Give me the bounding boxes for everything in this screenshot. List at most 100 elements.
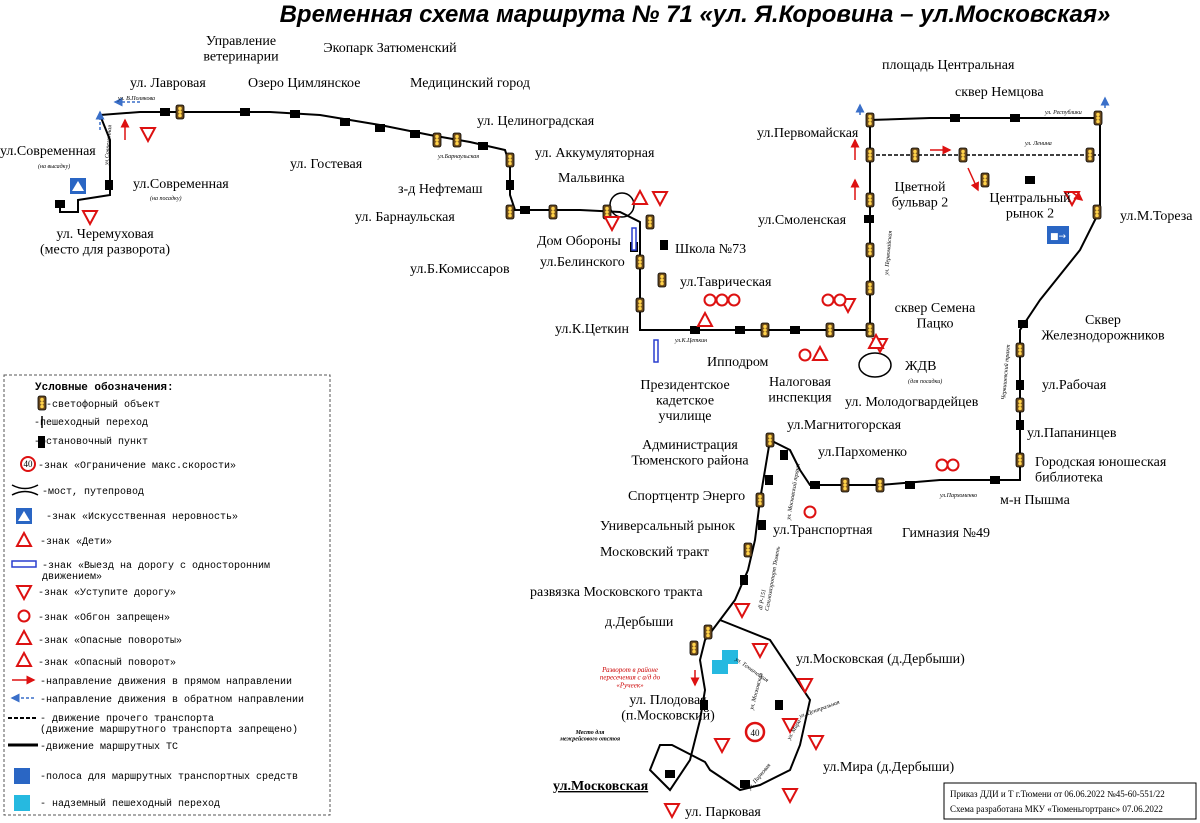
footer-box: Приказ ДДИ и Т г.Тюмени от 06.06.2022 №4… xyxy=(943,782,1197,820)
svg-text:■→: ■→ xyxy=(1050,232,1067,242)
svg-text:ул.Современная: ул.Современная xyxy=(104,125,114,167)
stop-label: ул. Плодовая(п.Московский) xyxy=(621,693,715,723)
stop-label: ул.Магнитогорская xyxy=(787,418,902,433)
legend-item: -светофорный объект xyxy=(46,398,160,411)
stop-label: д.Дербыши xyxy=(605,615,674,630)
stop-label: Озеро Цимлянское xyxy=(248,76,360,91)
stop-label: ул. Парковая xyxy=(685,805,761,820)
road-signs: 40 ■→ xyxy=(70,127,1080,818)
svg-text:ул. В.Полякова: ул. В.Полякова xyxy=(117,96,155,102)
stop-label: ул. Целиноградская xyxy=(477,114,595,129)
svg-text:ул. Парковая: ул. Парковая xyxy=(746,762,772,792)
svg-text:(на посадку): (на посадку) xyxy=(150,195,182,202)
stop-label: Мальвинка xyxy=(558,171,625,186)
legend-item: -направление движения в прямом направлен… xyxy=(40,677,292,688)
svg-text:ул.Барнаульская: ул.Барнаульская xyxy=(437,154,479,160)
stop-label: ул. Барнаульская xyxy=(355,210,455,225)
svg-text:ул. Центральная: ул. Центральная xyxy=(798,700,841,721)
stop-label: развязка Московского тракта xyxy=(530,585,703,600)
svg-text:ул. Ленина: ул. Ленина xyxy=(1024,141,1052,147)
svg-text:ул.К.Цеткин: ул.К.Цеткин xyxy=(674,338,707,344)
map-title: Временная схема маршрута № 71 «ул. Я.Кор… xyxy=(280,1,1111,28)
legend-item: -знак «Опасный поворот» xyxy=(38,657,176,669)
svg-text:(для посадки): (для посадки) xyxy=(908,378,942,385)
legend-item: -направление движения в обратном направл… xyxy=(40,693,304,706)
stop-label: ул.Б.Комиссаров xyxy=(410,262,510,277)
svg-text:ул. Московский тракт: ул. Московский тракт xyxy=(785,462,802,521)
legend-item: -знак «Уступите дорогу» xyxy=(38,588,176,599)
stop-label: ул.М.Тореза xyxy=(1120,209,1193,224)
svg-text:dl P-151Сельхозаэропорт Тюмень: dl P-151Сельхозаэропорт Тюмень xyxy=(758,545,782,612)
stop-label: ул.Мира (д.Дербыши) xyxy=(823,760,955,775)
direction-arrows xyxy=(95,96,1110,687)
speed-sign-value: 40 xyxy=(751,728,761,738)
stop-label: ул. Молодогвардейцев xyxy=(845,395,979,410)
legend-item: -пешеходный переход xyxy=(34,417,148,429)
stop-label: ул.Пархоменко xyxy=(818,445,907,460)
stop-label-terminal: ул.Московская xyxy=(553,779,649,794)
legend-item: -остановочный пункт xyxy=(34,436,148,448)
stop-label: Универсальный рынок xyxy=(600,519,735,534)
stop-label: Медицинский город xyxy=(410,76,530,91)
stop-label: ул.Смоленская xyxy=(758,213,847,228)
svg-text:ул. Республики: ул. Республики xyxy=(1044,109,1082,116)
footer-line2: Схема разработана МКУ «Тюменьгортранс» 0… xyxy=(950,804,1163,814)
stop-label: площадь Центральная xyxy=(882,58,1015,73)
legend-item: - движение прочего транспорта(движение м… xyxy=(40,714,298,736)
svg-text:ул.Пархоменко: ул.Пархоменко xyxy=(939,493,977,499)
stop-label: Дом Обороны xyxy=(537,234,621,249)
legend-title: Условные обозначения: xyxy=(35,381,174,394)
legend-item: -движение маршрутных ТС xyxy=(40,742,178,753)
stop-label: м-н Пышма xyxy=(1000,493,1071,508)
stop-label: Гимназия №49 xyxy=(902,526,990,541)
legend-item: -полоса для маршрутных транспортных сред… xyxy=(40,772,298,783)
legend: Условные обозначения: 40 -светофорный об… xyxy=(3,374,331,816)
stop-label: ул.Папанинцев xyxy=(1027,426,1117,441)
stop-label: ул.Рабочая xyxy=(1042,378,1107,393)
stop-label: ул.К.Цеткин xyxy=(555,322,629,337)
svg-text:ул. Техническая: ул. Техническая xyxy=(733,656,769,684)
legend-item: -знак «Опасные повороты» xyxy=(38,636,182,647)
stop-label: ул. Черемуховая(место для разворота) xyxy=(40,227,170,257)
legend-item: -знак «Ограничение макс.скорости» xyxy=(38,461,236,472)
stop-label: ул. Лавровая xyxy=(130,76,206,91)
legend-item: -знак «Обгон запрещен» xyxy=(38,611,170,624)
legend-item: - надземный пешеходный переход xyxy=(40,798,220,810)
legend-item: -знак «Дети» xyxy=(40,537,112,548)
stop-label: Московский тракт xyxy=(600,545,709,560)
stop-label: ул.Таврическая xyxy=(680,275,772,290)
stop-label: ул. Гостевая xyxy=(290,157,363,172)
stop-label: ул.Современная xyxy=(133,177,229,192)
stop-label: Ипподром xyxy=(707,355,769,370)
svg-text:Червишевский тракт: Червишевский тракт xyxy=(1000,344,1012,401)
stop-label: Школа №73 xyxy=(675,242,746,257)
svg-text:(на высадку): (на высадку) xyxy=(38,163,70,170)
stop-label: з-д Нефтемаш xyxy=(398,182,483,197)
turn-loop xyxy=(858,352,892,378)
stop-label: ул.Современная xyxy=(0,144,96,159)
svg-text:ул. Московская: ул. Московская xyxy=(749,672,765,711)
stop-markers xyxy=(55,108,1035,788)
stop-label: Экопарк Затюменский xyxy=(323,41,457,56)
stop-label: ЖДВ xyxy=(905,359,936,374)
stop-label: сквер Немцова xyxy=(955,85,1044,100)
stop-label: Спортцентр Энерго xyxy=(628,489,745,504)
stop-label: ул. Аккумуляторная xyxy=(535,146,655,161)
legend-item: -знак «Искусственная неровность» xyxy=(46,512,238,523)
svg-text:ул. Первомайская: ул. Первомайская xyxy=(883,230,894,276)
stop-label: ул.Московская (д.Дербыши) xyxy=(796,652,965,667)
